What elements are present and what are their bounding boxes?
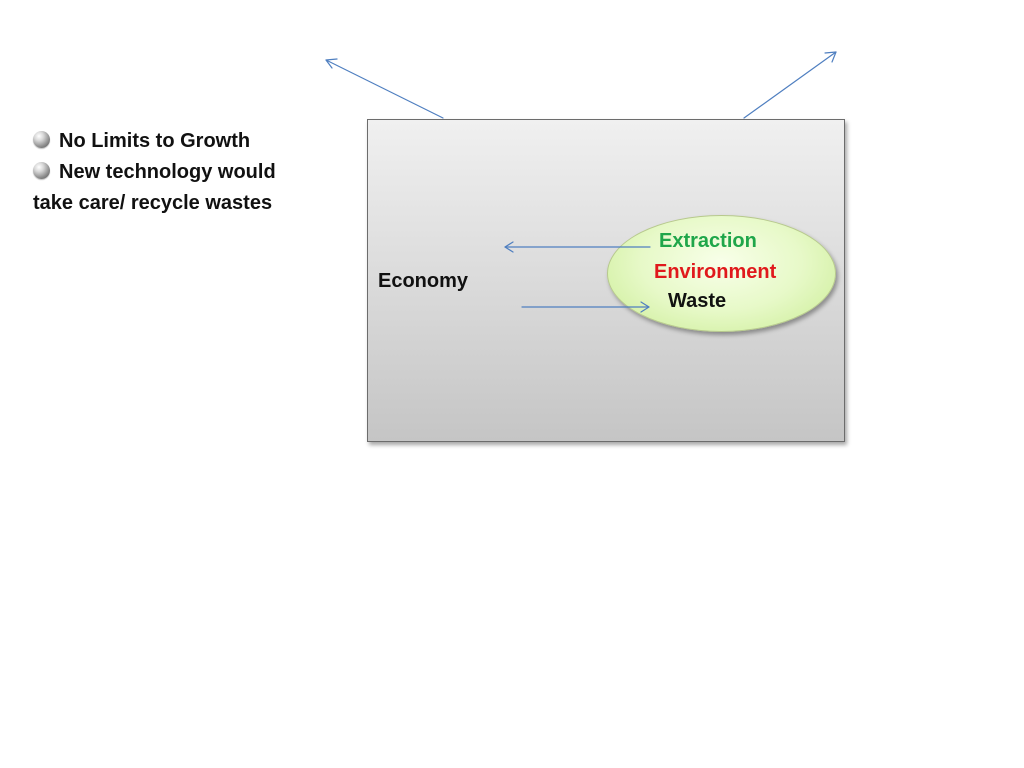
bullet-text-continuation: take care/ recycle wastes: [33, 192, 273, 214]
economy-label: Economy: [378, 270, 469, 292]
extraction-label: Extraction: [659, 230, 757, 252]
bullet-text: New technology would: [59, 161, 276, 183]
bullet-item-new-technology: New technology would: [33, 157, 333, 188]
bullet-item-no-limits: No Limits to Growth: [33, 126, 333, 157]
sphere-bullet-icon: [33, 162, 50, 179]
bullet-text: No Limits to Growth: [59, 130, 251, 152]
sphere-bullet-icon: [33, 131, 50, 148]
environment-label: Environment: [654, 261, 777, 283]
waste-label: Waste: [668, 290, 727, 312]
bullet-list: No Limits to Growth New technology would…: [33, 126, 333, 219]
growth-arrow-left: [325, 58, 444, 119]
growth-arrow-right: [743, 51, 837, 119]
